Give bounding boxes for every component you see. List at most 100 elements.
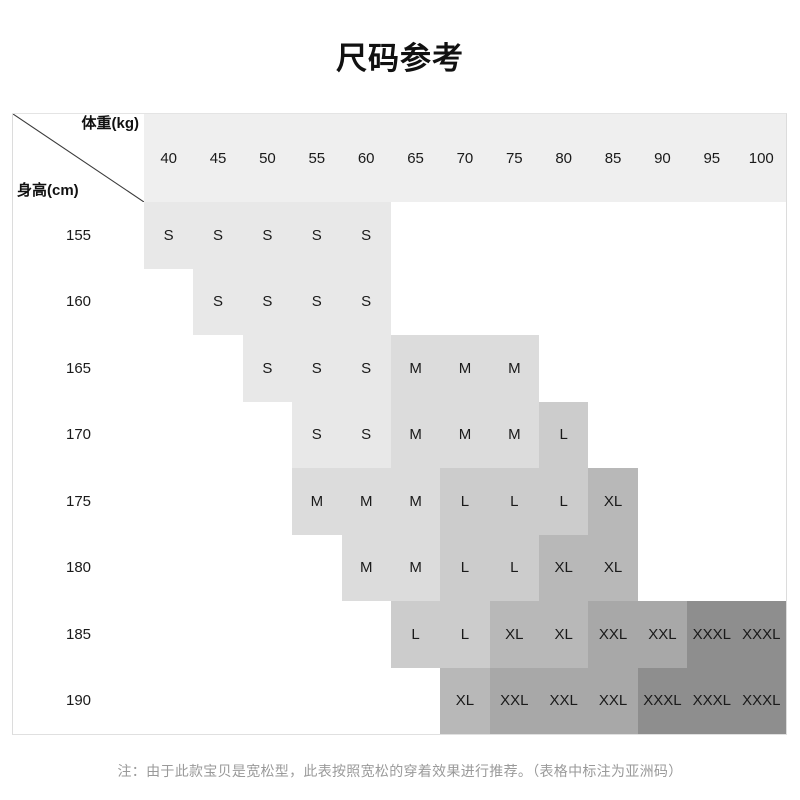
empty-cell [637, 202, 688, 269]
empty-cell [242, 667, 293, 734]
empty-cell [440, 202, 490, 269]
empty-cell [193, 667, 243, 734]
size-cell: L [440, 468, 490, 535]
height-label-cell: 190 [13, 667, 144, 734]
size-cell: M [341, 534, 391, 601]
size-cell: S [242, 268, 293, 335]
size-cell: S [144, 202, 194, 269]
weight-header-cell: 45 [193, 114, 243, 202]
weight-header-cell: 80 [539, 114, 589, 202]
size-cell: XXL [588, 601, 638, 668]
empty-cell [144, 534, 194, 601]
empty-cell [637, 335, 688, 402]
empty-cell [637, 468, 688, 535]
weight-header-cell: 40 [144, 114, 194, 202]
size-cell: L [440, 534, 490, 601]
weight-header-cell: 70 [440, 114, 490, 202]
height-label-cell: 175 [13, 468, 144, 535]
empty-cell [144, 268, 194, 335]
empty-cell [637, 534, 688, 601]
empty-cell [341, 601, 391, 668]
empty-cell [736, 335, 786, 402]
weight-header-cell: 95 [687, 114, 737, 202]
weight-header-cell: 85 [588, 114, 638, 202]
size-cell: XL [539, 601, 589, 668]
empty-cell [292, 667, 342, 734]
page-title: 尺码参考 [336, 41, 464, 76]
empty-cell [687, 401, 737, 468]
empty-cell [144, 401, 194, 468]
empty-cell [144, 667, 194, 734]
empty-cell [193, 468, 243, 535]
weight-header-cell: 50 [242, 114, 293, 202]
size-cell: M [390, 335, 441, 402]
empty-cell [687, 468, 737, 535]
size-cell: XXXL [736, 667, 786, 734]
size-cell: M [390, 401, 441, 468]
size-cell: M [440, 335, 490, 402]
weight-header-cell: 100 [736, 114, 786, 202]
empty-cell [539, 335, 589, 402]
size-cell: S [341, 202, 391, 269]
size-cell: S [193, 268, 243, 335]
empty-cell [588, 202, 638, 269]
size-cell: L [440, 601, 490, 668]
height-label-cell: 165 [13, 335, 144, 402]
empty-cell [292, 534, 342, 601]
empty-cell [292, 601, 342, 668]
size-cell: XXXL [687, 667, 737, 734]
weight-header-cell: 90 [637, 114, 688, 202]
empty-cell [687, 335, 737, 402]
empty-cell [687, 268, 737, 335]
size-cell: XXL [637, 601, 688, 668]
size-cell: S [341, 401, 391, 468]
empty-cell [193, 401, 243, 468]
corner-header-cell: 体重(kg) 身高(cm) [13, 114, 144, 202]
weight-header-cell: 75 [489, 114, 539, 202]
size-cell: XXL [588, 667, 638, 734]
size-cell: XXL [489, 667, 539, 734]
size-cell: S [341, 268, 391, 335]
empty-cell [193, 335, 243, 402]
empty-cell [687, 202, 737, 269]
height-label-cell: 155 [13, 202, 144, 269]
empty-cell [588, 335, 638, 402]
size-cell: XL [539, 534, 589, 601]
empty-cell [242, 601, 293, 668]
size-cell: M [292, 468, 342, 535]
weight-header-cell: 60 [341, 114, 391, 202]
size-cell: S [292, 268, 342, 335]
size-cell: S [193, 202, 243, 269]
size-cell: XXXL [736, 601, 786, 668]
empty-cell [440, 268, 490, 335]
empty-cell [539, 202, 589, 269]
height-label-cell: 180 [13, 534, 144, 601]
height-label-cell: 170 [13, 401, 144, 468]
footnote: 注：由于此款宝贝是宽松型，此表按照宽松的穿着效果进行推荐。（表格中标注为亚洲码） [117, 763, 683, 779]
size-cell: S [292, 335, 342, 402]
empty-cell [193, 534, 243, 601]
empty-cell [144, 468, 194, 535]
empty-cell [341, 667, 391, 734]
size-cell: XXXL [637, 667, 688, 734]
size-cell: L [539, 401, 589, 468]
diagonal-divider-icon [13, 114, 144, 202]
size-cell: L [390, 601, 441, 668]
size-cell: M [390, 468, 441, 535]
weight-header-cell: 65 [390, 114, 441, 202]
size-cell: XL [588, 534, 638, 601]
size-cell: M [489, 401, 539, 468]
empty-cell [144, 601, 194, 668]
empty-cell [736, 468, 786, 535]
